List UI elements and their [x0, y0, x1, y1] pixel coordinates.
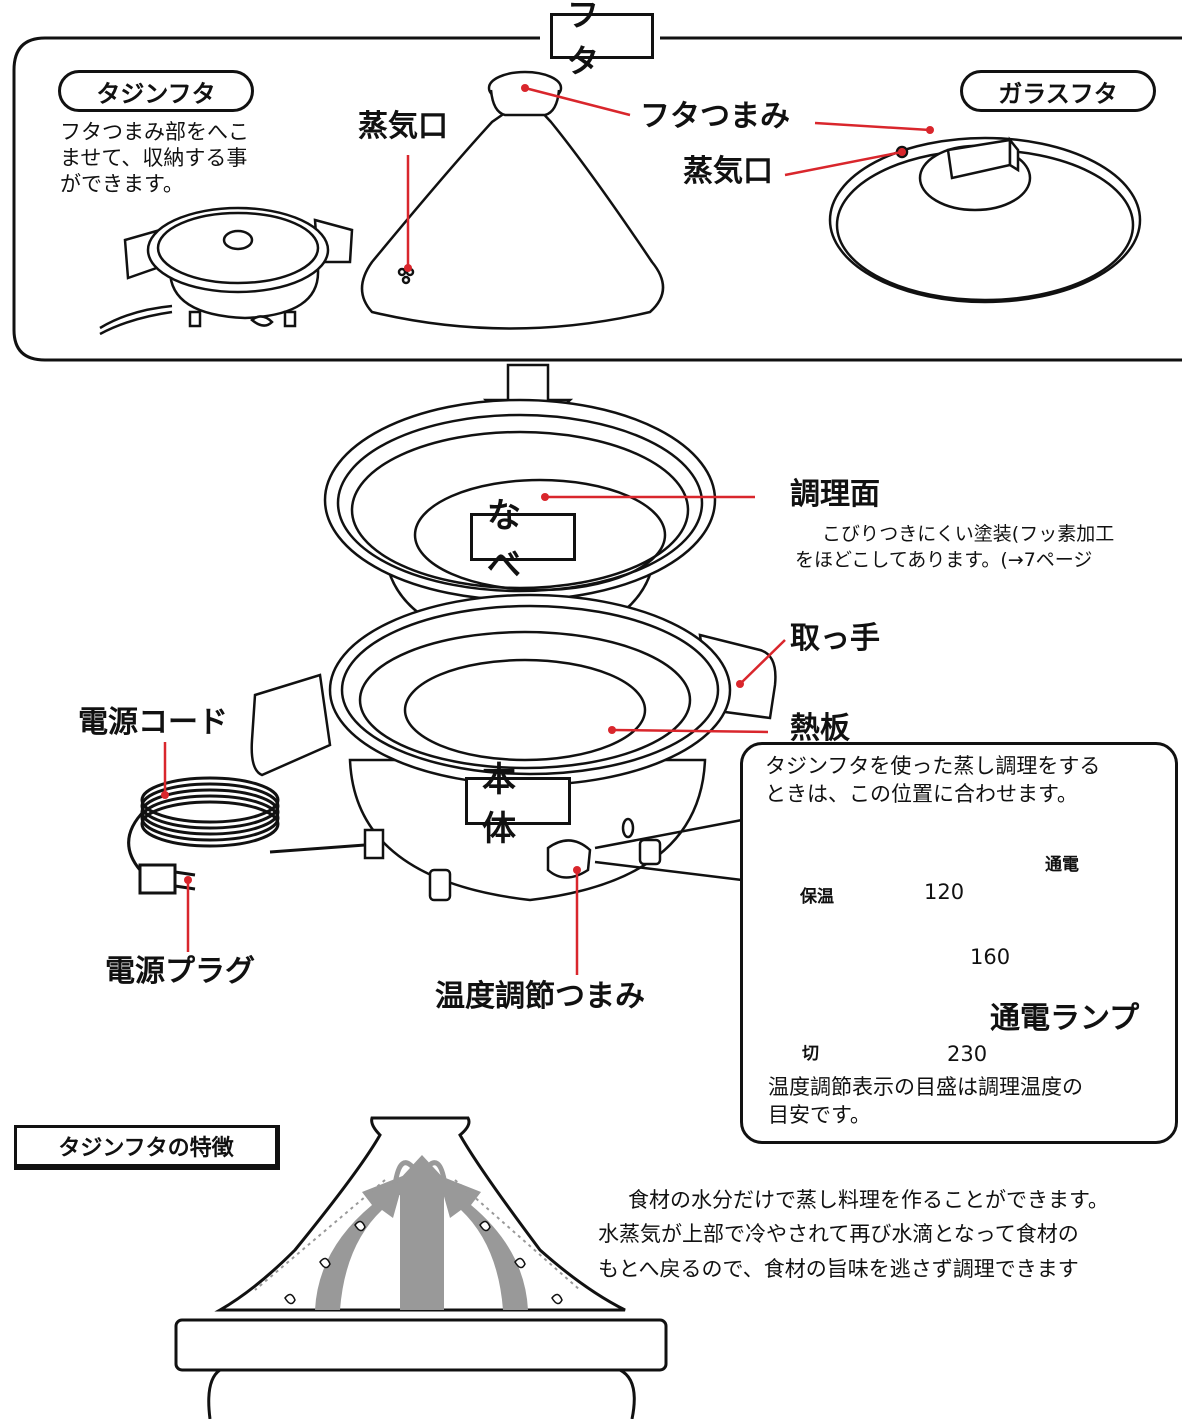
dial-note-bottom-2: 目安です。 [768, 1103, 871, 1127]
lid-section-frame [12, 36, 1182, 362]
cooking-surface-note-1: こびりつきにくい塗装(フッ素加工 [822, 523, 1115, 545]
lid-section-title: フ タ [550, 0, 654, 80]
temp-knob-label: 温度調節つまみ [435, 979, 645, 1014]
tajine-lid-label: タジンフタ [58, 70, 254, 112]
glass-lid-illustration [828, 136, 1142, 304]
mark-230: 230 [947, 1042, 988, 1066]
body-illustration [250, 593, 777, 902]
small-pot-illustration [99, 206, 354, 336]
power-small-label: 通電 [1045, 855, 1079, 875]
tajine-lid-note-3: ができます。 [60, 172, 184, 196]
power-cord-label: 電源コード [78, 705, 228, 740]
off-label: 切 [802, 1044, 819, 1064]
handle-label: 取っ手 [790, 621, 880, 656]
heating-plate-label: 熱板 [790, 711, 850, 746]
mark-120: 120 [924, 880, 965, 904]
dial-note-top-1: タジンフタを使った蒸し調理をする [765, 754, 1101, 778]
steam-arrows [315, 1155, 528, 1310]
keep-warm-label: 保温 [800, 887, 834, 907]
tajine-steam-vent-label: 蒸気口 [358, 109, 448, 144]
features-text-1: 食材の水分だけで蒸し料理を作ることができます。 [628, 1188, 1109, 1212]
features-text-2: 水蒸気が上部で冷やされて再び水滴となって食材の [598, 1222, 1079, 1246]
dial-note-bottom-1: 温度調節表示の目盛は調理温度の [768, 1075, 1083, 1099]
power-plug-label: 電源プラグ [105, 954, 255, 989]
mark-160: 160 [970, 945, 1011, 969]
power-cord-illustration [127, 776, 366, 895]
tajine-lid-note-2: ませて、収納する事 [60, 146, 248, 170]
body-section-title: 本 体 [465, 760, 571, 849]
dial-callout-box [740, 742, 1178, 1144]
features-title: タジンフタの特徴 [14, 1125, 280, 1170]
glass-lid-label: ガラスフタ [960, 70, 1156, 112]
pot-section-title: な べ [470, 496, 576, 585]
dial-note-top-2: ときは、この位置に合わせます。 [765, 782, 1078, 806]
features-text-3: もとへ戻るので、食材の旨味を逃さず調理できます [598, 1257, 1079, 1281]
cooking-surface-label: 調理面 [790, 477, 880, 512]
glass-steam-vent-label: 蒸気口 [683, 154, 773, 189]
tajine-lid-illustration [360, 70, 665, 330]
cooking-surface-note-2: をほどこしてあります。(→7ページ [795, 549, 1093, 571]
power-lamp-label: 通電ランプ [990, 1001, 1140, 1036]
lid-knob-label: フタつまみ [640, 99, 790, 134]
tajine-lid-note-1: フタつまみ部をへこ [60, 120, 249, 144]
